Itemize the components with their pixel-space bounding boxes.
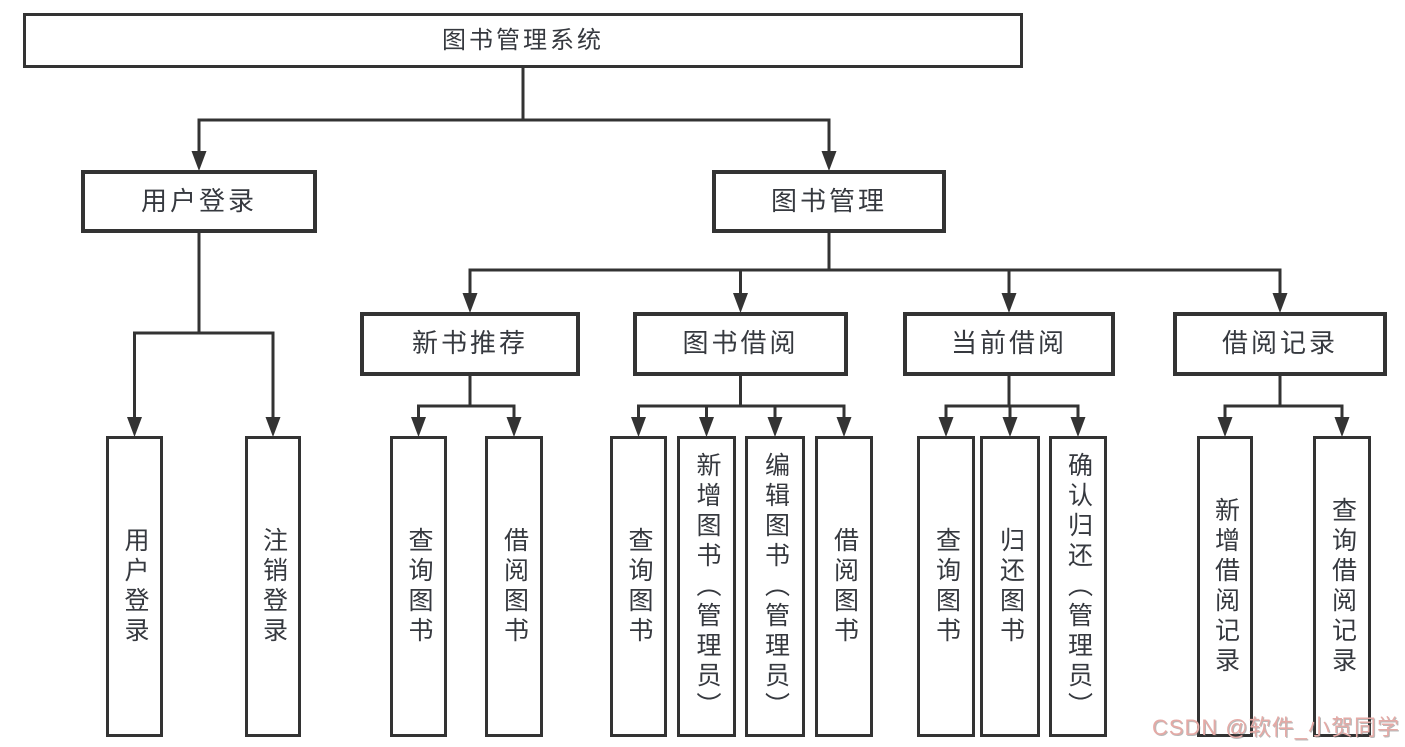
arrowhead-nr_borrow [506,417,522,437]
node-bw-query: 查询图书 [610,436,667,737]
arrowhead-new_rec [462,293,478,313]
node-mgmt: 图书管理 [712,170,946,233]
arrowhead-records [1272,293,1288,313]
node-root: 图书管理系统 [23,13,1023,68]
arrowhead-cu_confirm [1070,417,1086,437]
node-logout: 注销登录 [245,436,301,737]
node-bw-borrow: 借阅图书 [815,436,873,737]
watermark: CSDN @软件_小贺同学 [1151,715,1400,740]
arrowhead-bw_query [631,417,646,437]
arrowhead-user_login [127,417,142,437]
node-login: 用户登录 [81,170,317,233]
node-bw-add: 新增图书（管理员） [677,436,736,737]
node-new-rec: 新书推荐 [360,312,580,376]
arrowhead-bw_edit [767,417,783,437]
arrowhead-current [1001,293,1017,313]
node-user-login: 用户登录 [106,436,163,737]
node-cu-return: 归还图书 [980,436,1040,737]
arrowhead-bw_add [699,417,714,437]
arrowhead-nr_query [411,417,426,437]
node-current: 当前借阅 [903,312,1115,376]
node-borrow: 图书借阅 [633,312,848,376]
arrowhead-cu_return [1002,417,1018,437]
node-nr-borrow: 借阅图书 [485,436,543,737]
arrowhead-cu_query [938,417,954,437]
arrowhead-logout [265,417,281,437]
node-rec-add: 新增借阅记录 [1197,436,1253,737]
node-nr-query: 查询图书 [390,436,447,737]
node-bw-edit: 编辑图书（管理员） [745,436,805,737]
arrowhead-mgmt [821,151,837,171]
arrowhead-login [191,151,207,171]
node-cu-query: 查询图书 [917,436,975,737]
arrowhead-bw_borrow [836,417,852,437]
node-records: 借阅记录 [1173,312,1387,376]
node-rec-query: 查询借阅记录 [1313,436,1371,737]
node-cu-confirm: 确认归还（管理员） [1049,436,1107,737]
arrowhead-borrow [733,293,748,313]
arrowhead-rec_query [1334,417,1350,437]
arrowhead-rec_add [1217,417,1233,437]
